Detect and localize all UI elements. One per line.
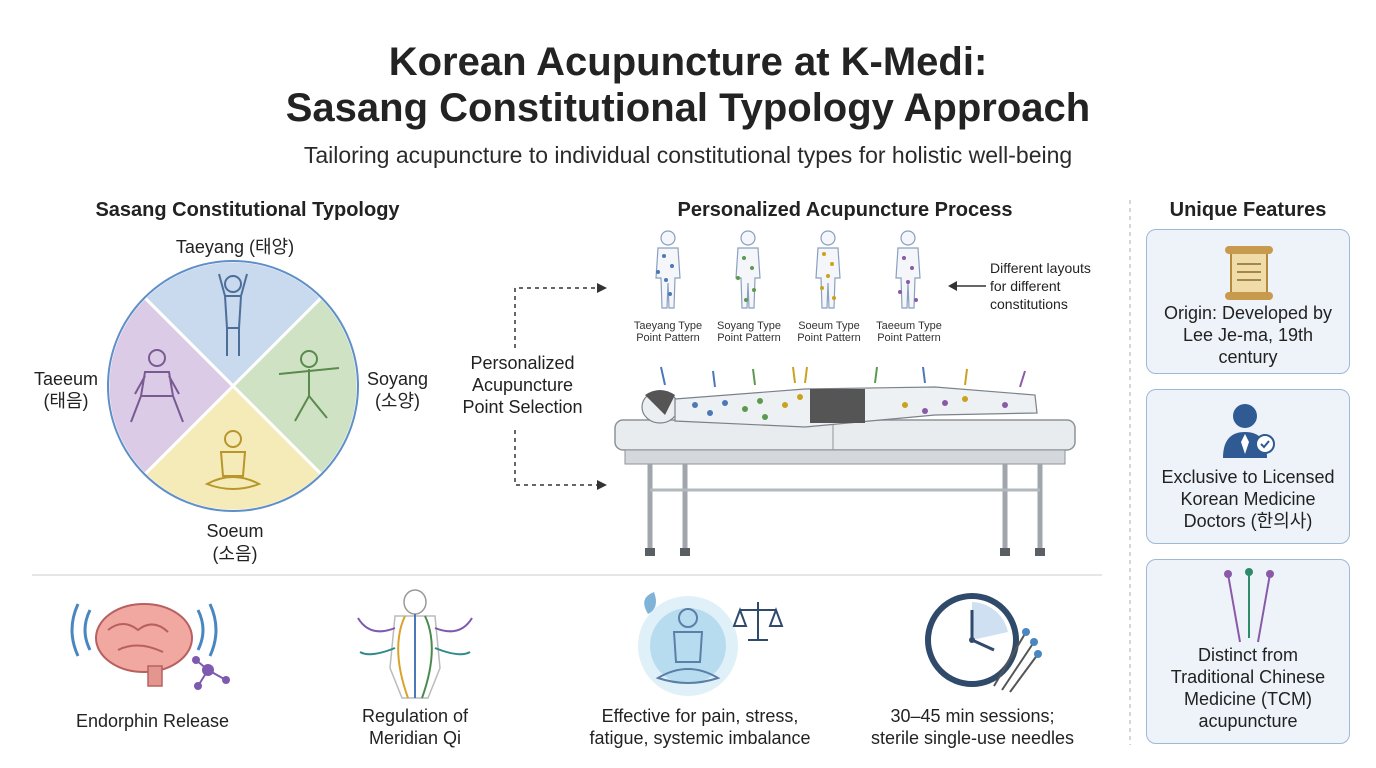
feature-card-origin: Origin: Developed by Lee Je-ma, 19th cen… xyxy=(1146,229,1350,374)
meridian-figure-icon xyxy=(357,589,473,699)
origin-text-2: Lee Je-ma, 19th xyxy=(1182,325,1314,345)
qi-label-1: Regulation of xyxy=(361,706,469,726)
page-subtitle: Tailoring acupuncture to individual cons… xyxy=(303,142,1073,168)
pattern-4-line-1: Taeeum Type xyxy=(876,320,942,332)
distinct-text-4: acupuncture xyxy=(1198,711,1298,731)
distinct-text-2: Traditional Chinese xyxy=(1170,667,1326,687)
pattern-2-line-2: Point Pattern xyxy=(717,332,781,344)
layouts-arrow-icon xyxy=(948,281,986,291)
pattern-3-line-1: Soeum Type xyxy=(798,320,860,332)
pattern-2-line-1: Soyang Type xyxy=(716,320,781,332)
sessions-label-1: 30–45 min sessions; xyxy=(890,706,1055,726)
typology-heading: Sasang Constitutional Typology xyxy=(95,199,400,221)
typology-wheel xyxy=(106,259,360,513)
layouts-note-2: for different xyxy=(990,278,1061,294)
qi-label-2: Meridian Qi xyxy=(368,728,462,748)
soyang-figure-icon xyxy=(278,350,340,422)
origin-text-3: century xyxy=(1218,347,1278,367)
selection-label-1: Personalized xyxy=(470,353,575,373)
brain-icon xyxy=(70,603,230,690)
taeyang-figure-icon xyxy=(218,273,248,356)
distinct-text-3: Medicine (TCM) xyxy=(1183,689,1312,709)
unique-heading: Unique Features xyxy=(1169,199,1327,221)
pattern-1-line-1: Taeyang Type xyxy=(633,320,703,332)
label-soyang-1: Soyang xyxy=(366,369,429,389)
page-title-line-2: Sasang Constitutional Typology Approach xyxy=(285,86,1091,130)
endorphin-label: Endorphin Release xyxy=(75,711,230,731)
sessions-label-2: sterile single-use needles xyxy=(870,728,1075,748)
treatment-table-illustration xyxy=(614,366,1076,556)
soeum-figure-icon xyxy=(204,430,262,490)
distinct-text-1: Distinct from xyxy=(1197,645,1298,665)
layouts-note-1: Different layouts xyxy=(990,260,1091,276)
selection-label-3: Point Selection xyxy=(462,397,583,417)
meditation-balance-icon xyxy=(638,592,784,696)
exclusive-text-2: Korean Medicine xyxy=(1180,489,1316,509)
pattern-4-line-2: Point Pattern xyxy=(877,332,941,344)
layouts-note-3: constitutions xyxy=(990,296,1068,312)
label-soeum-2: (소음) xyxy=(212,544,258,564)
pattern-3-line-2: Point Pattern xyxy=(797,332,861,344)
page-title-line-1: Korean Acupuncture at K-Medi: xyxy=(388,40,988,84)
scroll-icon xyxy=(1225,246,1273,300)
pattern-1-line-2: Point Pattern xyxy=(636,332,700,344)
licensed-doctor-icon xyxy=(1223,404,1275,458)
selection-arrows xyxy=(514,283,607,490)
pattern-figures xyxy=(655,230,921,309)
selection-label-2: Acupuncture xyxy=(471,375,574,395)
feature-card-distinct: Distinct from Traditional Chinese Medici… xyxy=(1146,559,1350,744)
origin-text-1: Origin: Developed by xyxy=(1163,303,1333,323)
effective-label-2: fatigue, systemic imbalance xyxy=(589,728,811,748)
label-soeum-1: Soeum xyxy=(206,521,264,541)
label-soyang-2: (소양) xyxy=(374,391,421,411)
label-taeeum-2: (태음) xyxy=(43,391,89,411)
label-taeeum-1: Taeeum xyxy=(33,369,99,389)
taeeum-figure-icon xyxy=(130,349,184,423)
label-taeyang: Taeyang (태양) xyxy=(175,237,295,257)
effective-label-1: Effective for pain, stress, xyxy=(601,706,799,726)
acupuncture-needles-icon xyxy=(1224,568,1274,643)
clock-needles-icon xyxy=(925,593,1042,693)
exclusive-text-3: Doctors (한의사) xyxy=(1183,511,1313,531)
process-heading: Personalized Acupuncture Process xyxy=(677,199,1013,221)
feature-card-exclusive: Exclusive to Licensed Korean Medicine Do… xyxy=(1146,389,1350,544)
exclusive-text-1: Exclusive to Licensed xyxy=(1161,467,1335,487)
